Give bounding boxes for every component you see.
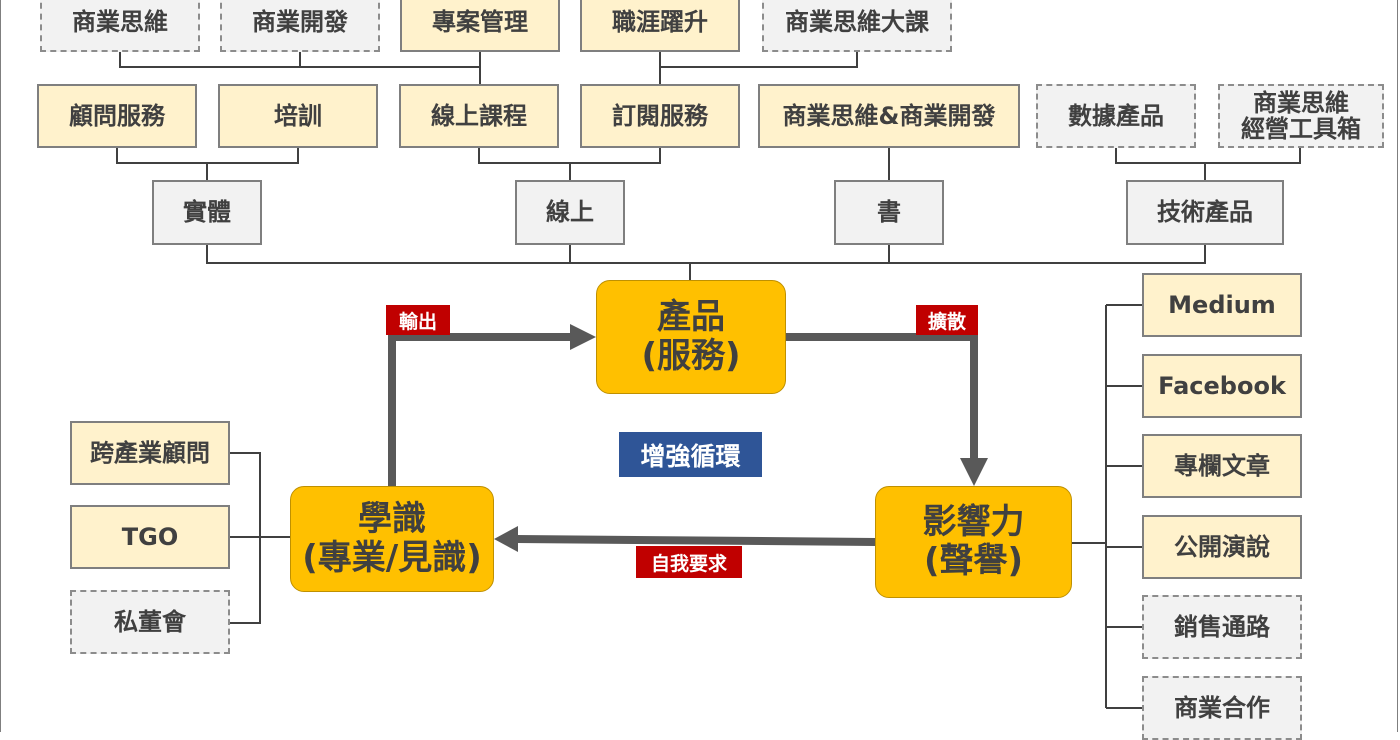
service-online-course: 線上課程 xyxy=(399,84,559,148)
channel-facebook: Facebook xyxy=(1142,354,1302,418)
tech-data-product: 數據產品 xyxy=(1036,84,1196,148)
label-reinforcing-loop: 增強循環 xyxy=(619,432,762,477)
source-tgo: TGO xyxy=(70,505,230,569)
channel-business-cooperation: 商業合作 xyxy=(1142,676,1302,740)
service-subscription: 訂閱服務 xyxy=(580,84,740,148)
service-training: 培訓 xyxy=(218,84,378,148)
channel-sales: 銷售通路 xyxy=(1142,595,1302,659)
channel-medium: Medium xyxy=(1142,273,1302,337)
core-influence: 影響力 (聲譽) xyxy=(875,486,1072,598)
category-physical: 實體 xyxy=(152,180,262,245)
label-spread: 擴散 xyxy=(916,305,978,335)
label-output: 輸出 xyxy=(386,305,450,335)
tech-toolbox: 商業思維 經營工具箱 xyxy=(1218,84,1384,148)
label-self-demand: 自我要求 xyxy=(636,546,742,578)
top-item-business-thinking: 商業思維 xyxy=(40,0,200,52)
core-product: 產品 (服務) xyxy=(596,280,786,394)
category-book: 書 xyxy=(834,180,944,245)
top-item-business-thinking-course: 商業思維大課 xyxy=(762,0,952,52)
channel-column-articles: 專欄文章 xyxy=(1142,434,1302,498)
category-tech-product: 技術產品 xyxy=(1126,180,1284,245)
source-private-board: 私董會 xyxy=(70,590,230,654)
service-consulting: 顧問服務 xyxy=(37,84,197,148)
top-item-project-management: 專案管理 xyxy=(400,0,560,52)
core-knowledge: 學識 (專業/見識) xyxy=(290,486,494,592)
channel-public-speaking: 公開演說 xyxy=(1142,515,1302,579)
top-item-career-advance: 職涯躍升 xyxy=(580,0,740,52)
book-business-thinking: 商業思維&商業開發 xyxy=(758,84,1020,148)
category-online: 線上 xyxy=(515,180,625,245)
source-cross-industry-consultant: 跨產業顧問 xyxy=(70,421,230,485)
top-item-business-development: 商業開發 xyxy=(220,0,380,52)
